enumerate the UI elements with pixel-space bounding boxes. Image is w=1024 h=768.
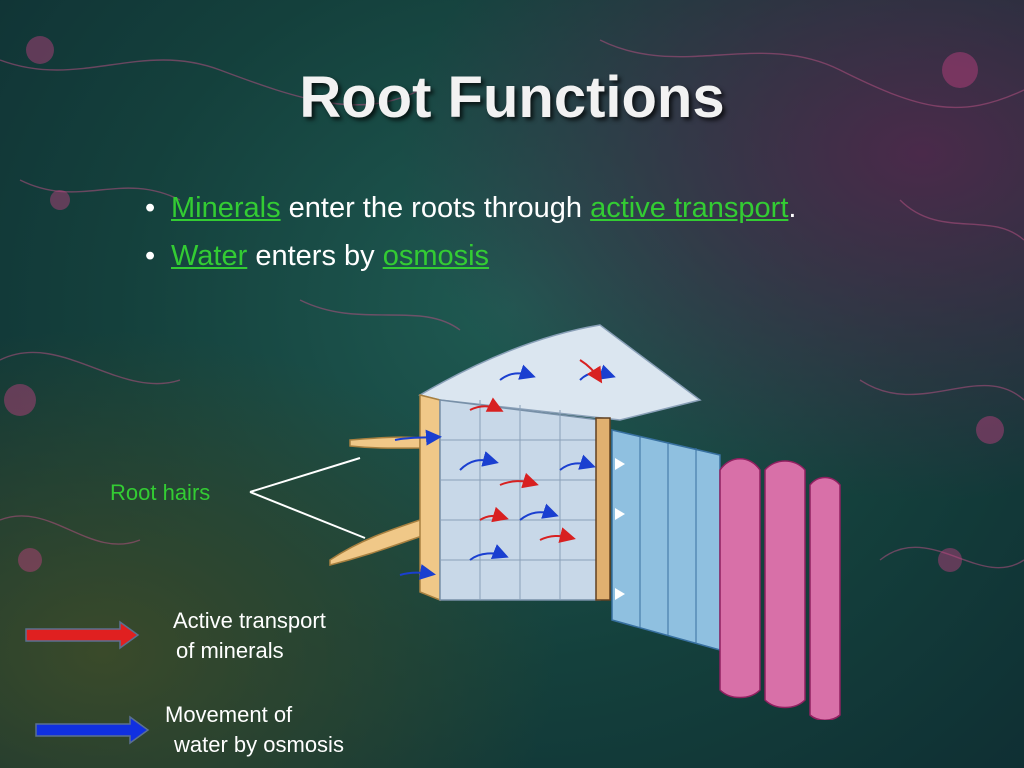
- legend-active-line1: Active transport: [173, 608, 326, 633]
- root-hair-extensions: [329, 436, 426, 566]
- phloem: [719, 458, 841, 720]
- xylem-lines: [639, 436, 697, 644]
- xylem: [611, 429, 721, 651]
- cortex-cells: [440, 400, 600, 600]
- xylem-entry-markers: [615, 458, 625, 600]
- bullet-icon: •: [145, 240, 156, 272]
- bullet-list: • Minerals enter the roots through active…: [145, 188, 796, 284]
- red-arrow-icon: [25, 620, 140, 650]
- bullet-minerals: • Minerals enter the roots through active…: [145, 188, 796, 236]
- bullet-text: .: [788, 192, 797, 224]
- blue-arrow-icon: [35, 715, 150, 745]
- endodermis: [595, 417, 611, 601]
- root-hairs-label: Root hairs: [110, 480, 211, 505]
- legend-osmosis-line1: Movement of: [165, 702, 293, 727]
- link-minerals[interactable]: Minerals: [171, 192, 281, 224]
- slide-title: Root Functions: [299, 65, 725, 130]
- legend-osmosis-line2: water by osmosis: [174, 732, 344, 757]
- bullet-icon: •: [145, 192, 156, 224]
- root-hairs-pointer: [249, 457, 366, 539]
- link-water[interactable]: Water: [171, 240, 248, 272]
- bullet-water: • Water enters by osmosis: [145, 236, 796, 284]
- active-transport-arrows: [469, 359, 603, 543]
- legend-active-line2: of minerals: [176, 638, 284, 663]
- top-surface: [418, 324, 702, 421]
- root-cross-section-diagram: [249, 324, 841, 720]
- link-active-transport[interactable]: active transport: [590, 192, 789, 224]
- epidermis: [419, 394, 441, 602]
- link-osmosis[interactable]: osmosis: [382, 240, 490, 272]
- bullet-text: enter the roots through: [280, 192, 591, 224]
- bullet-text: enters by: [247, 240, 383, 272]
